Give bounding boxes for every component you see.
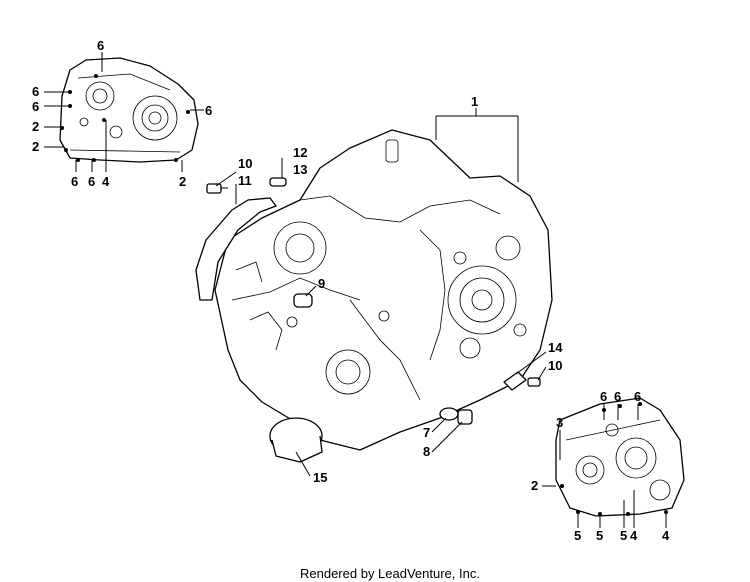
callout-5: 5 — [574, 528, 581, 543]
callout-4: 4 — [630, 528, 638, 543]
callout-3: 3 — [556, 415, 563, 430]
callout-9: 9 — [318, 276, 325, 291]
crankcase-half-right-inset — [555, 397, 685, 517]
callout-8: 8 — [423, 444, 430, 459]
callout-2: 2 — [32, 139, 39, 154]
callout-6: 6 — [32, 84, 39, 99]
callout-6: 6 — [634, 389, 641, 404]
plate-part — [503, 371, 527, 391]
callout-1: 1 — [471, 94, 478, 109]
oil-cap-part — [269, 417, 323, 463]
callout-6: 6 — [32, 99, 39, 114]
callout-4: 4 — [102, 174, 110, 189]
washer-part — [439, 407, 459, 421]
crankcase-half-left-inset — [59, 57, 199, 163]
bolt-part-right — [527, 377, 541, 387]
footer-credit: Rendered by LeadVenture, Inc. — [300, 566, 480, 581]
pin-part — [293, 293, 313, 308]
callout-6: 6 — [97, 38, 104, 53]
crankcase-assembly — [214, 129, 553, 451]
callout-14: 14 — [548, 340, 563, 355]
callout-2: 2 — [32, 119, 39, 134]
callout-5: 5 — [596, 528, 603, 543]
bolt-part — [206, 183, 228, 194]
callout-2: 2 — [531, 478, 538, 493]
callout-7: 7 — [423, 425, 430, 440]
callout-6: 6 — [614, 389, 621, 404]
callout-11: 11 — [238, 173, 252, 188]
callout-6: 6 — [600, 389, 607, 404]
callout-5: 5 — [620, 528, 627, 543]
gasket-part — [195, 197, 277, 301]
callout-6: 6 — [71, 174, 78, 189]
dowel-part — [269, 177, 287, 187]
callout-2: 2 — [179, 174, 186, 189]
callout-10: 10 — [238, 156, 252, 171]
callout-12: 12 — [293, 145, 307, 160]
callout-13: 13 — [293, 162, 307, 177]
leader-lines — [44, 52, 667, 528]
callout-6: 6 — [88, 174, 95, 189]
drain-plug-part — [457, 409, 473, 425]
callout-15: 15 — [313, 470, 327, 485]
callout-6: 6 — [205, 103, 212, 118]
callouts: 1 6 6 6 6 2 2 6 6 4 2 10 11 12 13 9 14 1… — [32, 38, 670, 543]
callout-10: 10 — [548, 358, 562, 373]
callout-4: 4 — [662, 528, 670, 543]
